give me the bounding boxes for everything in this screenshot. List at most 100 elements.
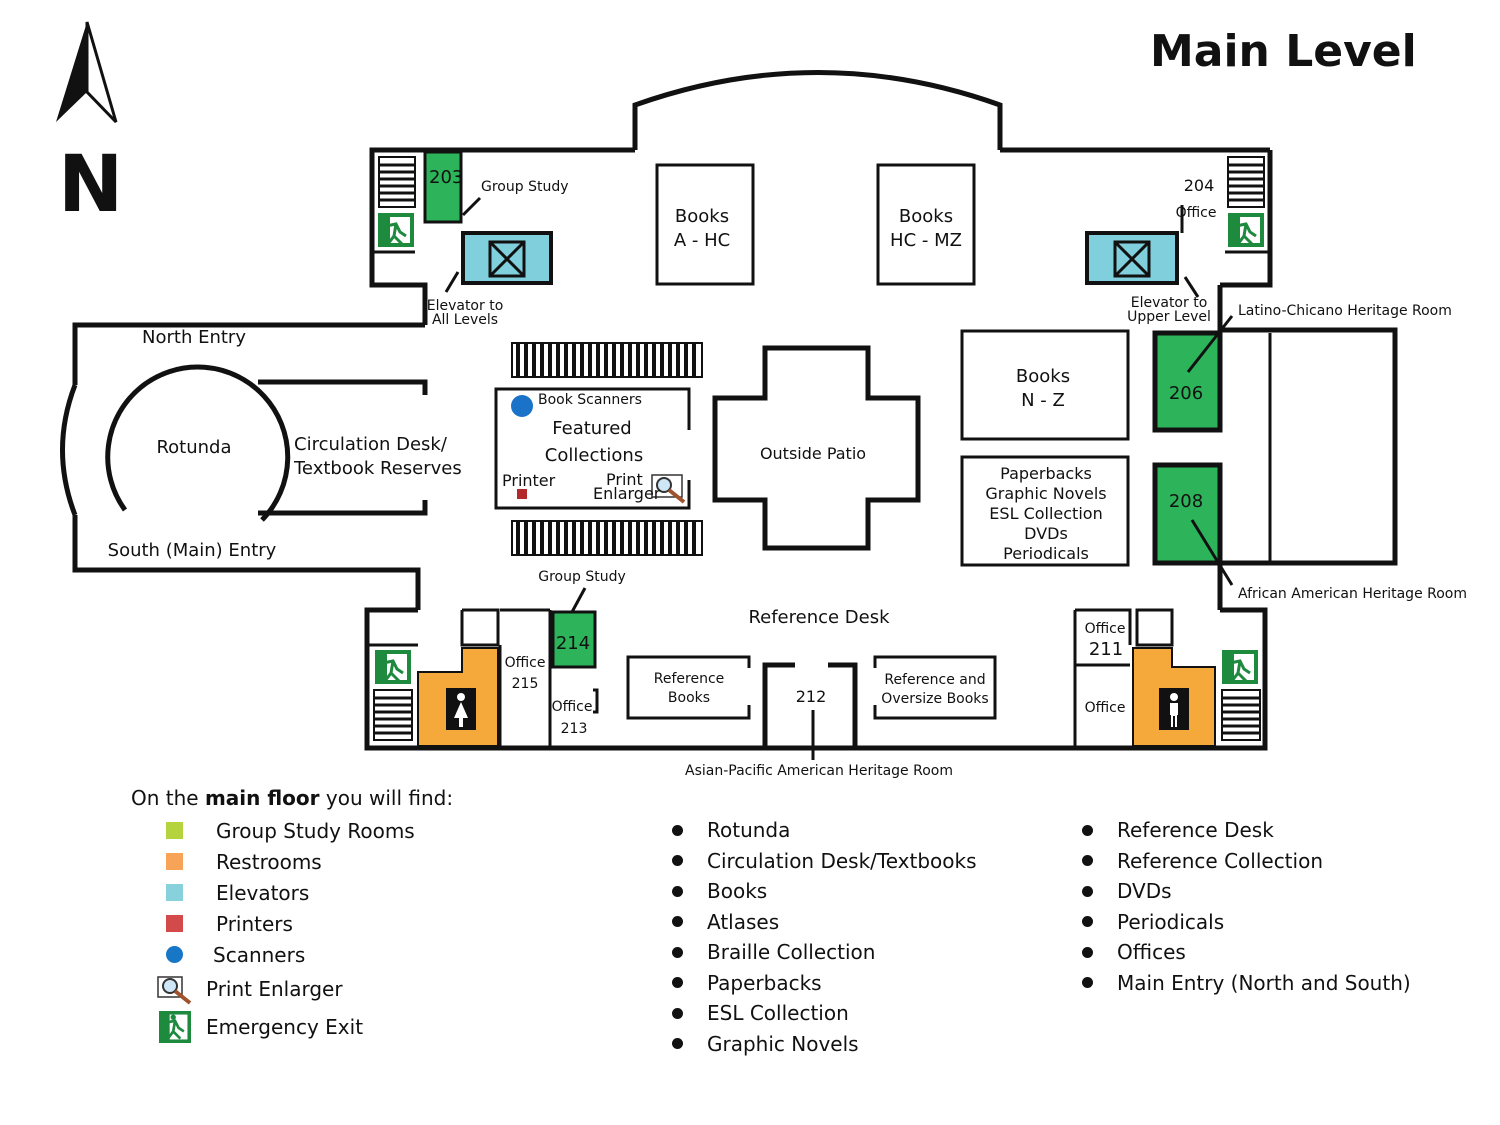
- legend-intro: On the main floor you will find:: [131, 786, 453, 810]
- room-214-label: 214: [556, 633, 590, 654]
- list-item: Circulation Desk/Textbooks: [672, 846, 977, 877]
- legend-item: Printers: [156, 908, 415, 939]
- list-item-label: Main Entry (North and South): [1117, 970, 1411, 995]
- paperbacks-label: Paperbacks: [1000, 464, 1092, 483]
- outside-patio-label: Outside Patio: [760, 444, 866, 463]
- office-215-label: Office: [505, 655, 546, 671]
- graphic-novels-label: Graphic Novels: [985, 484, 1106, 503]
- reference-oversize-area: [873, 655, 997, 720]
- dvds-label: DVDs: [1024, 524, 1068, 543]
- office-211-label: Office: [1085, 621, 1126, 637]
- legend-item: Print Enlarger: [156, 970, 415, 1008]
- printer-swatch: [166, 915, 183, 932]
- list-item: Paperbacks: [672, 968, 977, 999]
- books-n-z-label: N - Z: [1021, 390, 1065, 411]
- african-heritage-label: African American Heritage Room: [1238, 586, 1467, 602]
- outside-patio-area: [712, 345, 921, 551]
- list-item: Reference Desk: [1082, 815, 1411, 846]
- reference-books-label: Reference: [654, 671, 725, 687]
- elevator-icon: [1113, 240, 1151, 278]
- office-213-label: 213: [561, 721, 588, 737]
- print-enlarger-icon: [157, 976, 192, 1005]
- books-a-hc-area: [655, 163, 755, 286]
- asian-pacific-heritage-label: Asian-Pacific American Heritage Room: [685, 763, 953, 779]
- emergency-exit-icon: [1222, 650, 1258, 684]
- list-item: Rotunda: [672, 815, 977, 846]
- list-item-label: Graphic Novels: [707, 1031, 859, 1056]
- list-item: Main Entry (North and South): [1082, 968, 1411, 999]
- list-item-label: Braille Collection: [707, 940, 876, 965]
- group-study-swatch: [166, 822, 183, 839]
- reference-books-area: [626, 655, 751, 720]
- stairs: [373, 156, 1265, 741]
- restroom-swatch: [166, 853, 183, 870]
- bullet-icon: [672, 1038, 683, 1050]
- print-enlarger-label: Enlarger: [593, 484, 661, 503]
- list-item: Graphic Novels: [672, 1029, 977, 1060]
- periodicals-label: Periodicals: [1003, 544, 1089, 563]
- list-item-label: Offices: [1117, 940, 1186, 965]
- list-item-label: Atlases: [707, 909, 780, 934]
- reference-desk-label: Reference Desk: [748, 607, 890, 628]
- reference-books-label: Books: [668, 690, 710, 706]
- list-item-label: Reference Collection: [1117, 848, 1323, 873]
- list-item-label: Reference Desk: [1117, 818, 1274, 843]
- book-scanner-marker: [511, 395, 533, 417]
- elevator-label: Elevator to: [1131, 295, 1208, 311]
- bullet-icon: [672, 1007, 683, 1019]
- room-206-label: 206: [1169, 383, 1203, 404]
- office-label: Office: [1176, 205, 1217, 221]
- legend-intro-bold: main floor: [204, 786, 320, 810]
- list-item: Offices: [1082, 937, 1411, 968]
- bullet-icon: [1082, 977, 1093, 989]
- bullet-icon: [672, 946, 683, 958]
- list-item: Atlases: [672, 907, 977, 938]
- list-item-label: Books: [707, 879, 768, 904]
- books-hc-mz-label: Books: [899, 206, 953, 227]
- featured-collections-label: Collections: [545, 445, 643, 466]
- bullet-icon: [672, 885, 683, 897]
- reference-oversize-label: Reference and: [884, 672, 985, 688]
- printer-label: Printer: [502, 471, 556, 490]
- scanner-swatch: [166, 946, 183, 963]
- bullet-icon: [1082, 824, 1093, 836]
- print-enlarger-label: Print: [606, 470, 643, 489]
- list-item: Reference Collection: [1082, 846, 1411, 877]
- legend-item-label: Restrooms: [216, 849, 322, 874]
- list-item-label: Rotunda: [707, 818, 791, 843]
- list-item: Books: [672, 876, 977, 907]
- page-title: Main Level: [1150, 26, 1417, 77]
- emergency-exit-icon: [159, 1011, 191, 1043]
- group-study-label: Group Study: [481, 179, 569, 195]
- group-study-label: Group Study: [538, 569, 626, 585]
- latino-heritage-label: Latino-Chicano Heritage Room: [1238, 303, 1452, 319]
- room-208-label: 208: [1169, 491, 1203, 512]
- books-n-z-label: Books: [1016, 366, 1070, 387]
- legend-item-label: Print Enlarger: [206, 977, 343, 1001]
- bullet-icon: [672, 824, 683, 836]
- books-a-hc-label: A - HC: [674, 230, 730, 251]
- features-list-col-1: Rotunda Circulation Desk/Textbooks Books…: [672, 815, 977, 1059]
- legend: Group Study Rooms Restrooms Elevators Pr…: [156, 815, 415, 1046]
- room-214-group-study: [551, 610, 597, 669]
- building-walls: [60, 70, 1398, 751]
- room-203-label: 203: [429, 167, 463, 188]
- legend-item-label: Elevators: [216, 880, 310, 905]
- books-a-hc-label: Books: [675, 206, 729, 227]
- women-restroom-icon: [446, 688, 476, 730]
- legend-intro-text: you will find:: [319, 786, 454, 810]
- circulation-desk-label: Textbook Reserves: [293, 458, 462, 479]
- legend-item: Emergency Exit: [156, 1008, 415, 1046]
- list-item: DVDs: [1082, 876, 1411, 907]
- office-213-label: Office: [552, 699, 593, 715]
- legend-item: Restrooms: [156, 846, 415, 877]
- emergency-exit-icon: [1228, 213, 1264, 247]
- book-scanners-label: Book Scanners: [538, 392, 642, 408]
- list-item-label: DVDs: [1117, 879, 1172, 904]
- books-hc-mz-area: [876, 163, 976, 286]
- room-204-label: 204: [1184, 176, 1215, 195]
- paperbacks-area: [960, 455, 1130, 567]
- emergency-exit-icon: [375, 650, 411, 684]
- books-n-z-area: [960, 329, 1130, 441]
- legend-intro-text: On the: [131, 786, 205, 810]
